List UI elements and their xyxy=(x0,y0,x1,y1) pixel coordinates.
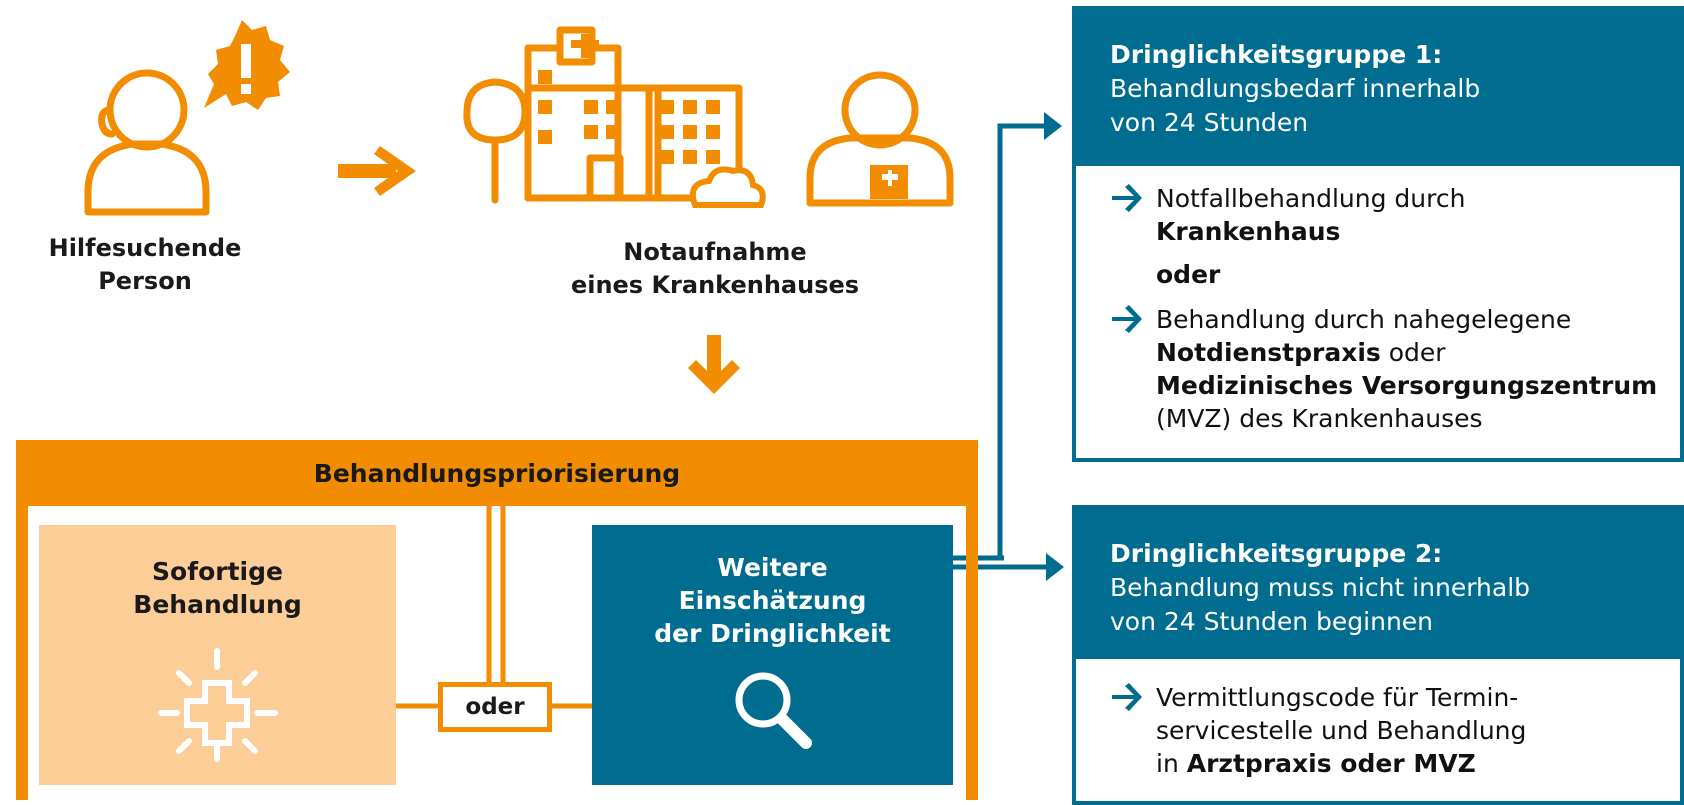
group1-header: Dringlichkeitsgruppe 1: Behandlungsbedar… xyxy=(1076,10,1680,166)
group2-subtitle-line2: von 24 Stunden beginnen xyxy=(1110,607,1434,636)
hospital-windows xyxy=(538,34,720,164)
immediate-treatment-title: Sofortige Behandlung xyxy=(39,555,396,621)
immediate-line2: Behandlung xyxy=(133,590,302,619)
urgency-group-2: Dringlichkeitsgruppe 2: Behandlung muss … xyxy=(1072,505,1684,805)
arrow-down-icon xyxy=(688,335,740,394)
further-assessment-box: Weitere Einschätzung der Dringlichkeit xyxy=(592,525,953,785)
oder-box: oder xyxy=(438,682,552,732)
further-line3: der Dringlichkeit xyxy=(654,619,891,648)
medic-icon xyxy=(806,71,954,207)
further-line1: Weitere xyxy=(717,553,828,582)
group1-item2-plain1: oder xyxy=(1380,338,1446,367)
hospital-label: Notaufnahme eines Krankenhauses xyxy=(530,236,900,302)
group1-item-1: Notfallbehandlung durch Krankenhaus xyxy=(1110,182,1660,248)
group2-item1-plain3: in xyxy=(1156,749,1187,778)
group2-item1-line1: Vermittlungscode für Termin- xyxy=(1156,683,1519,712)
tree-icon xyxy=(463,78,529,204)
group1-title: Dringlichkeitsgruppe 1: xyxy=(1110,40,1443,69)
group1-subtitle-line1: Behandlungsbedarf innerhalb xyxy=(1110,74,1481,103)
hospital-label-line2: eines Krankenhauses xyxy=(570,271,860,299)
immediate-line1: Sofortige xyxy=(152,557,283,586)
group2-item1-line2: servicestelle und Behandlung xyxy=(1156,716,1527,745)
priority-title: Behandlungspriorisierung xyxy=(16,440,978,506)
further-line2: Einschätzung xyxy=(678,586,867,615)
urgency-group-1: Dringlichkeitsgruppe 1: Behandlungsbedar… xyxy=(1072,6,1684,462)
group1-body: Notfallbehandlung durch Krankenhaus oder… xyxy=(1076,166,1680,435)
group1-item1-line1: Notfallbehandlung durch xyxy=(1156,184,1466,213)
person-label: Hilfesuchende Person xyxy=(40,232,250,298)
arrow-right-icon xyxy=(338,146,416,196)
group1-item1-line2: Krankenhaus xyxy=(1156,217,1341,246)
group1-item2-bold1: Notdienstpraxis xyxy=(1156,338,1381,367)
group1-oder: oder xyxy=(1156,260,1221,289)
magnifier-icon xyxy=(735,672,812,749)
arrow-right-icon xyxy=(1112,305,1142,333)
group2-subtitle-line1: Behandlung muss nicht innerhalb xyxy=(1110,573,1531,602)
person-label-line2: Person xyxy=(98,267,192,295)
medical-cross-icon xyxy=(158,648,278,762)
group2-title: Dringlichkeitsgruppe 2: xyxy=(1110,539,1443,568)
person-icon xyxy=(84,69,210,216)
group2-item1-bold3: Arztpraxis oder MVZ xyxy=(1186,749,1476,778)
group1-item2-line1: Behandlung durch nahegelegene xyxy=(1156,305,1572,334)
alert-bubble-icon xyxy=(204,20,290,110)
person-label-line1: Hilfesuchende xyxy=(48,234,242,262)
group1-item2-bold2: Medizinisches Versorgungszentrum xyxy=(1156,371,1658,400)
hospital-label-line1: Notaufnahme xyxy=(623,238,807,266)
arrow-right-icon xyxy=(1112,683,1142,711)
group1-item-2: Behandlung durch nahegelegene Notdienstp… xyxy=(1110,303,1660,435)
group1-item2-line4: (MVZ) des Krankenhauses xyxy=(1156,404,1483,433)
group2-body: Vermittlungscode für Termin- servicestel… xyxy=(1076,659,1680,780)
priority-box xyxy=(16,440,978,800)
cloud-icon xyxy=(689,166,766,208)
group2-item-1: Vermittlungscode für Termin- servicestel… xyxy=(1110,681,1660,780)
group2-header: Dringlichkeitsgruppe 2: Behandlung muss … xyxy=(1076,509,1680,659)
group1-subtitle-line2: von 24 Stunden xyxy=(1110,108,1309,137)
further-assessment-title: Weitere Einschätzung der Dringlichkeit xyxy=(592,551,953,650)
arrow-right-icon xyxy=(1112,184,1142,212)
immediate-treatment-box: Sofortige Behandlung xyxy=(39,525,396,785)
